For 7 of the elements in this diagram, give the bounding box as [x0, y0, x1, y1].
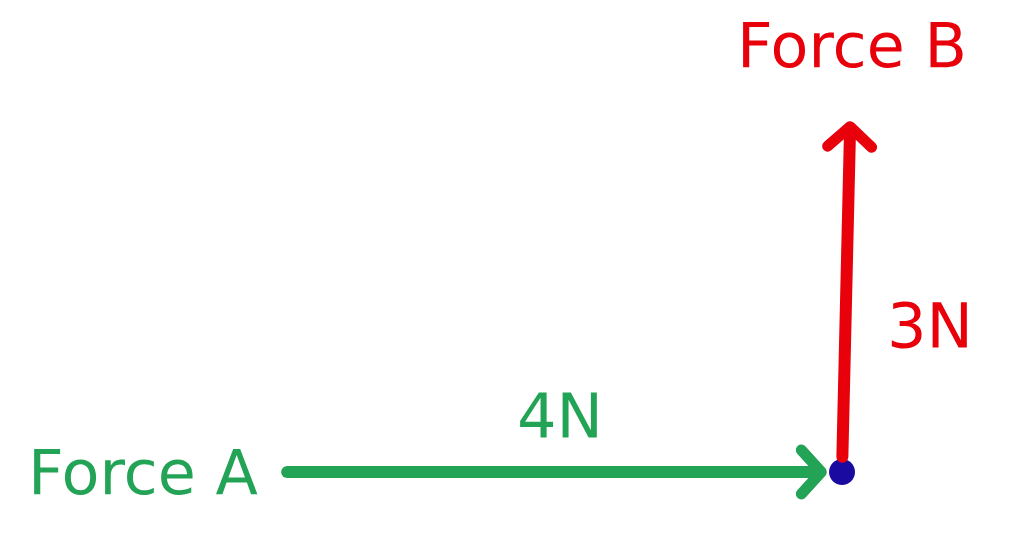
force-label: Force B: [743, 21, 963, 69]
magnitude-label: 4N: [520, 392, 597, 438]
magnitude-label: 3N: [891, 301, 967, 349]
point-dot: [829, 459, 855, 485]
force-label: Force A: [34, 448, 258, 496]
force-arrow: [281, 444, 827, 500]
force-arrow: [822, 121, 878, 463]
